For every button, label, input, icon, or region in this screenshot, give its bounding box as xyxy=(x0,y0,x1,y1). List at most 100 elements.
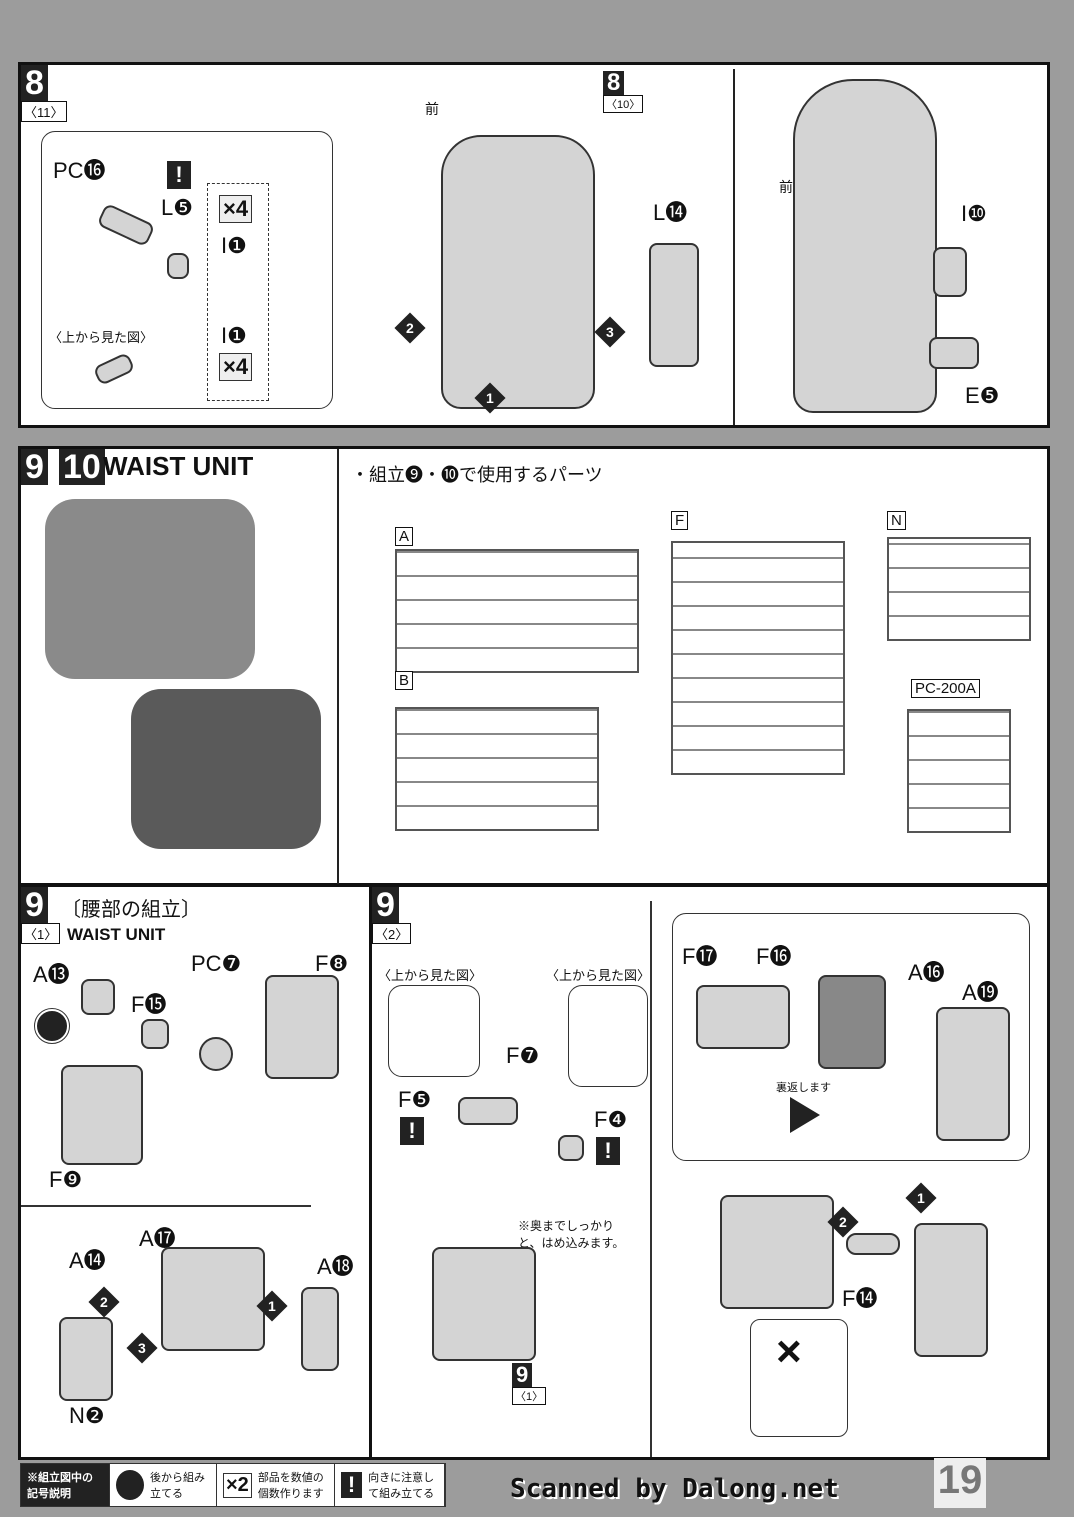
part-label: N❷ xyxy=(69,1403,105,1428)
part-label: F❹ xyxy=(594,1107,628,1132)
part-label: F❼ xyxy=(506,1043,540,1068)
quantity-box xyxy=(207,183,269,401)
runner-f xyxy=(671,541,845,775)
section-title: WAIST UNIT xyxy=(103,451,254,481)
symbol-legend: ※組立図中の記号説明 後から組み立てる ×2 部品を数値の個数作ります ! 向き… xyxy=(20,1463,447,1507)
divider xyxy=(733,69,735,425)
step-order-3: 3 xyxy=(126,1332,158,1364)
step-sub: 〈11〉 xyxy=(21,101,67,122)
top-view-label: 〈上から見た図〉 xyxy=(546,968,651,983)
legend-text: 部品を数値の個数作ります xyxy=(257,1472,324,1500)
step-sub: 〈2〉 xyxy=(372,923,412,944)
l14-part-drawing xyxy=(649,243,699,367)
step-subtitle: WAIST UNIT xyxy=(67,925,166,944)
f16-f17-part xyxy=(696,985,790,1049)
top-view-callout xyxy=(568,985,648,1087)
ref-step-sub: 〈10〉 xyxy=(603,95,644,113)
step-8-panel: 8 〈11〉 PC⓰ ! L❺ ×4 I❶ I❶ ×4 〈上から見た図〉 前 8… xyxy=(18,62,1050,428)
divider xyxy=(21,1205,311,1207)
body-drawing xyxy=(441,135,595,409)
warning-icon: ! xyxy=(596,1137,620,1165)
e5-part-drawing xyxy=(929,337,979,369)
legend-item-multiple: ×2 部品を数値の個数作ります xyxy=(217,1464,335,1506)
waist-upper-render xyxy=(45,499,255,679)
part-label: PC⓰ xyxy=(53,158,106,183)
part-label: E❺ xyxy=(965,383,1000,408)
page-number: 19 xyxy=(934,1458,986,1508)
step-number-10: 10 xyxy=(59,449,105,485)
warning-icon: ! xyxy=(400,1117,424,1145)
top-view-callout xyxy=(388,985,480,1077)
part-label: A⓱ xyxy=(139,1226,176,1251)
part-label: A⓲ xyxy=(317,1254,354,1279)
warning-icon: ! xyxy=(340,1472,363,1498)
part-label: F⓱ xyxy=(682,944,718,969)
f8-part xyxy=(265,975,339,1079)
i10-part-drawing xyxy=(933,247,967,297)
f5-f7-part xyxy=(458,1097,518,1125)
part-label: L⓮ xyxy=(653,200,688,225)
l-part-drawing xyxy=(167,253,189,279)
runner-label: N xyxy=(887,511,906,530)
a18-part xyxy=(301,1287,339,1371)
runner-a xyxy=(395,549,639,673)
warning-icon: ! xyxy=(167,161,191,189)
front-label: 前 xyxy=(425,101,439,117)
divider xyxy=(337,449,339,885)
part-label: I❶ xyxy=(221,323,247,348)
wrong-way-callout xyxy=(750,1319,848,1437)
runner-n xyxy=(887,537,1031,641)
a16-part xyxy=(818,975,886,1069)
step-number-9: 9 xyxy=(21,449,48,485)
note-text: ※奥までしっかりと、はめ込みます。 xyxy=(518,1219,625,1250)
part-label: A⓮ xyxy=(69,1248,106,1273)
legend-item-orientation: ! 向きに注意して組み立てる xyxy=(335,1464,446,1506)
part-label: F❽ xyxy=(315,951,349,976)
scan-credit: Scanned by Dalong.net xyxy=(510,1474,839,1504)
divider xyxy=(650,901,652,1457)
part-label: A⓳ xyxy=(962,980,999,1005)
assemble-later-icon xyxy=(34,1008,70,1044)
part-label: I❿ xyxy=(961,201,987,226)
assemble-later-icon xyxy=(116,1470,144,1500)
part-label: F⓯ xyxy=(131,992,167,1017)
legend-text: 向きに注意して組み立てる xyxy=(368,1472,435,1500)
a19-part xyxy=(936,1007,1010,1141)
pc7-part xyxy=(199,1037,233,1071)
step-number: 9 xyxy=(21,887,48,923)
multiplier-badge: ×4 xyxy=(219,195,253,223)
step-number: 9 xyxy=(372,887,399,923)
f14-part xyxy=(846,1233,900,1255)
f15-part xyxy=(141,1019,169,1049)
n2-part xyxy=(59,1317,113,1401)
part-label: F⓰ xyxy=(756,944,792,969)
part-label: PC❼ xyxy=(191,951,242,976)
runner-b xyxy=(395,707,599,831)
multiplier-badge: ×4 xyxy=(219,353,253,381)
part-label: F❺ xyxy=(398,1087,432,1112)
legend-text: 後から組み立てる xyxy=(150,1472,205,1500)
waist-skirt-render xyxy=(131,689,321,849)
multiplier-icon: ×2 xyxy=(223,1472,252,1498)
runner-label: B xyxy=(395,671,414,690)
runner-label: F xyxy=(671,511,689,530)
legend-item-assemble-later: 後から組み立てる xyxy=(110,1464,217,1506)
a19-assembly xyxy=(914,1223,988,1357)
part-label: I❶ xyxy=(221,233,247,258)
f4-part xyxy=(558,1135,584,1161)
step-order-1: 1 xyxy=(905,1182,937,1214)
step-order-3: 3 xyxy=(594,316,626,348)
step-9-2-panel: 9 〈2〉 〈上から見た図〉 〈上から見た図〉 F❼ F❺ ! F❹ ! ※奥ま… xyxy=(369,884,1050,1460)
waist-assembly xyxy=(161,1247,265,1351)
lower-body-drawing xyxy=(793,79,937,413)
f9-part xyxy=(61,1065,143,1165)
flip-label: 裏返します xyxy=(776,1082,831,1094)
part-label: A⓰ xyxy=(908,960,945,985)
part-label: A⓭ xyxy=(33,962,70,987)
ng-mark: × xyxy=(776,1327,802,1376)
runner-label: A xyxy=(395,527,414,546)
part-label: L❺ xyxy=(161,195,193,220)
step-title: 〔腰部の組立〕 xyxy=(61,899,201,921)
front-label: 前 xyxy=(779,179,793,195)
waist-assembly-back xyxy=(720,1195,834,1309)
